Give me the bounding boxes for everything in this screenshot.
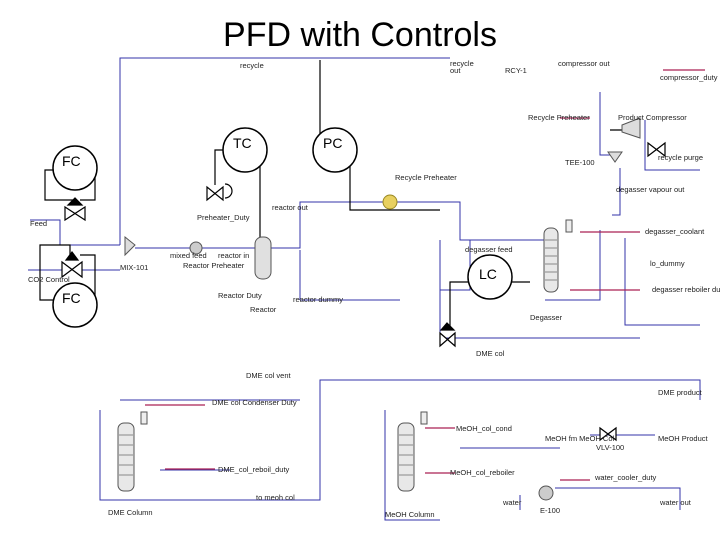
label-product-compressor: Product Compressor <box>618 113 687 122</box>
label-dme-product: DME product <box>658 388 703 397</box>
lc-label: LC <box>479 266 497 282</box>
label-dme-col-vent: DME col vent <box>246 371 292 380</box>
compressor-icon <box>621 117 641 139</box>
label-vlv: VLV-100 <box>596 443 624 452</box>
label-recycle: recycle <box>240 61 264 70</box>
degasser-column-icon <box>543 227 559 293</box>
controller-pc[interactable]: PC <box>312 127 358 173</box>
degasser-condenser-icon <box>565 219 573 233</box>
fc-bottom-label: FC <box>62 290 81 306</box>
label-rcy: RCY-1 <box>505 66 527 75</box>
label-meoh-product: MeOH Product <box>658 434 709 443</box>
controller-fc-top[interactable]: FC <box>52 145 98 191</box>
label-water-cooler: water_cooler_duty <box>594 473 657 482</box>
label-reactor-in: reactor in <box>218 251 249 260</box>
label-dme-reboil: DME_col_reboil_duty <box>218 465 290 474</box>
label-recycle-purge: recycle purge <box>658 153 703 162</box>
reactor-icon <box>254 236 272 280</box>
diagram-title: PFD with Controls <box>223 16 497 54</box>
reactor-out-line <box>270 201 545 249</box>
label-water-out: water out <box>659 498 692 507</box>
label-dme-condenser: DME col Condenser Duty <box>212 398 297 407</box>
label-meoh-from: MeOH fm MeOH Col <box>545 434 615 443</box>
stream-labels: recycle recycle out RCY-1 compressor out… <box>28 59 720 519</box>
tc-label: TC <box>233 135 252 151</box>
tee-icon <box>607 151 623 163</box>
controller-tc[interactable]: TC <box>222 127 268 173</box>
energy-streams <box>145 69 705 481</box>
meoh-column-icon <box>397 422 415 492</box>
valve-purge-icon[interactable] <box>647 141 666 158</box>
label-compressor-duty: compressor_duty <box>660 73 718 82</box>
label-preheater-duty: Preheater_Duty <box>197 213 250 222</box>
label-degasser-vapour: degasser vapour out <box>616 185 685 194</box>
pc-label: PC <box>323 135 342 151</box>
label-degasser: Degasser <box>530 313 563 322</box>
label-reactor-duty: Reactor Duty <box>218 291 262 300</box>
controller-fc-bottom[interactable]: FC <box>52 282 98 328</box>
fc-top-label: FC <box>62 153 81 169</box>
label-recycle-preheater: Recycle Preheater <box>395 173 457 182</box>
label-co2-control: CO2 Control <box>28 275 70 284</box>
recycle-line <box>119 57 240 245</box>
label-degasser-reboiler: degasser reboiler duty <box>652 285 720 294</box>
valve-feed-icon[interactable] <box>64 197 86 222</box>
label-recycle-top2: out <box>450 66 461 75</box>
label-reactor-dummy: reactor dummy <box>293 295 343 304</box>
valve-co2-icon[interactable] <box>61 251 83 279</box>
label-recycle-top: recycle <box>450 59 474 68</box>
label-tee: TEE-100 <box>565 158 595 167</box>
cooler-e100-icon <box>538 485 554 501</box>
label-degasser-feed: degasser feed <box>465 245 513 254</box>
valve-preheater-icon[interactable] <box>206 183 233 202</box>
label-meoh-column: MeOH Column <box>385 510 435 519</box>
degasser-liq-line <box>439 240 640 339</box>
controller-lc[interactable]: LC <box>467 254 513 300</box>
label-reactor-preheater: Reactor Preheater <box>183 261 245 270</box>
label-mixed-feed: mixed feed <box>170 251 207 260</box>
label-dme-column: DME Column <box>108 508 153 517</box>
label-reactor: Reactor <box>250 305 277 314</box>
label-compressor-out: compressor out <box>558 59 611 68</box>
valves <box>61 141 666 442</box>
label-e100: E-100 <box>540 506 560 515</box>
recycle-preheater-icon <box>382 194 398 210</box>
preheater-icon <box>189 241 203 255</box>
dme-column-icon <box>117 422 135 492</box>
label-reactor-out: reactor out <box>272 203 309 212</box>
label-mix: MIX-101 <box>120 263 148 272</box>
label-recycle-header: Recycle Preheater <box>528 113 590 122</box>
mixer-icon <box>124 235 136 257</box>
label-meoh-reboiler: MeOH_col_reboiler <box>450 468 515 477</box>
label-feed: Feed <box>30 219 47 228</box>
label-water: water <box>502 498 522 507</box>
label-lo-dummy: lo_dummy <box>650 259 685 268</box>
dme-feed-loop <box>99 379 701 501</box>
label-to-meoh: to meoh col <box>256 493 295 502</box>
valve-degasser-icon[interactable] <box>439 322 456 348</box>
label-degasser-coolant: degasser_coolant <box>645 227 705 236</box>
equipment <box>117 117 641 501</box>
label-meoh-cond: MeOH_col_cond <box>456 424 512 433</box>
label-dme-col: DME col <box>476 349 505 358</box>
valve-vlv100-icon[interactable] <box>599 426 617 442</box>
